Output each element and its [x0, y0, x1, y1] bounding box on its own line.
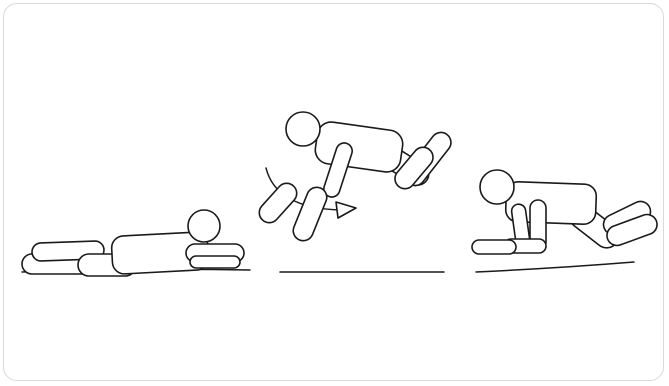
figure-crawling	[472, 170, 660, 272]
figure-lying-prone	[22, 210, 250, 276]
figure-pushing-up	[255, 112, 455, 272]
torso	[313, 120, 404, 174]
ground-line-3	[476, 262, 634, 272]
arrowhead	[336, 202, 356, 218]
head	[188, 210, 220, 242]
hand	[190, 256, 240, 268]
arm-lower-front	[255, 179, 301, 227]
hand-back	[472, 240, 516, 254]
head	[480, 170, 514, 204]
head	[286, 112, 320, 146]
